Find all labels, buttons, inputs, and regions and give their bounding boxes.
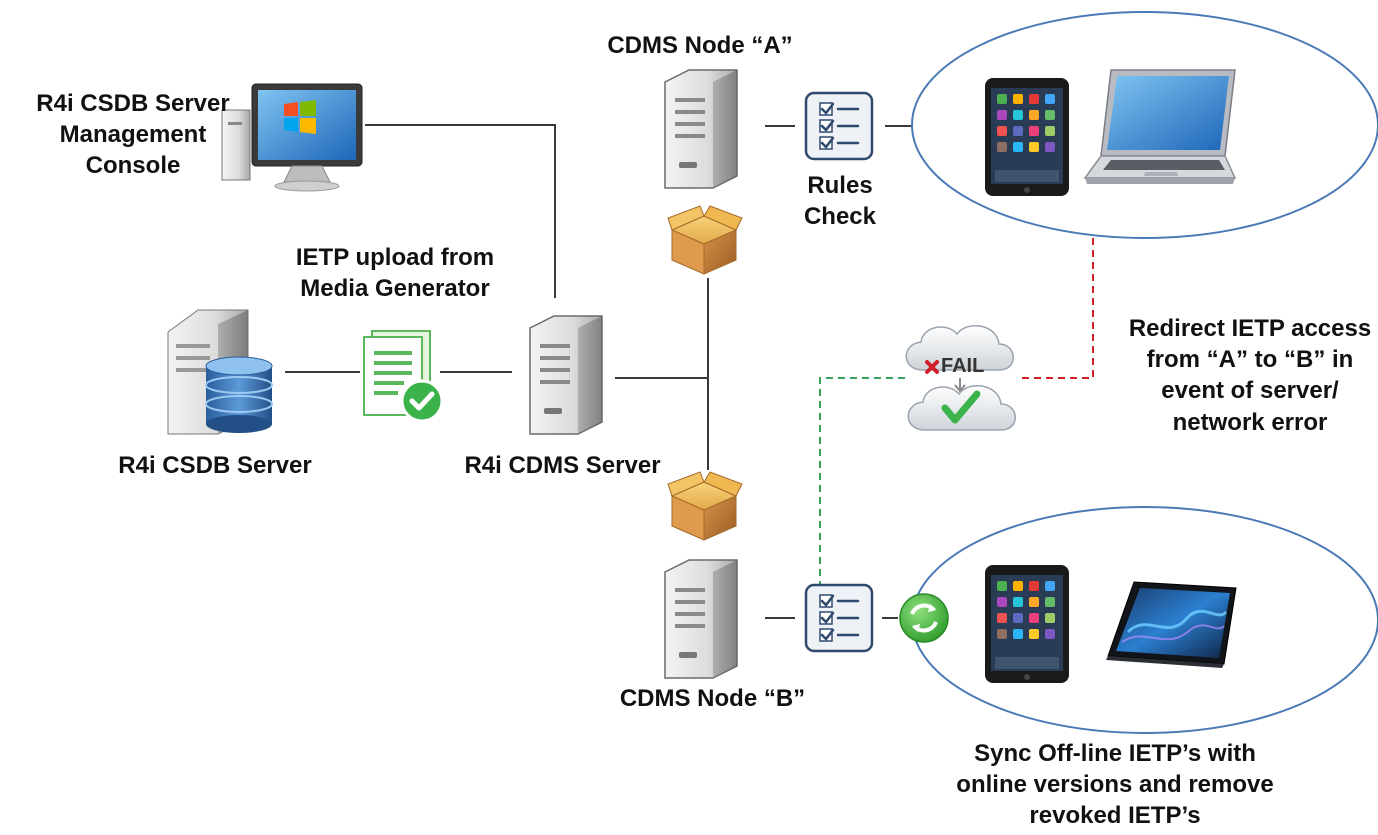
redirect-line: Redirect IETP access bbox=[1128, 315, 1372, 342]
console-label-line: R4i CSDB Server bbox=[36, 90, 230, 117]
console-label-line: Console bbox=[85, 152, 181, 180]
redirect-label: Redirect IETP access from “A” to “B” in … bbox=[1120, 313, 1378, 438]
redirect-red-dashed-line bbox=[1020, 238, 1094, 379]
package-box-icon bbox=[667, 471, 743, 541]
node-b-label: CDMS Node “B” bbox=[619, 685, 806, 712]
redirect-line: network error bbox=[1172, 408, 1328, 436]
node-a-label: CDMS Node “A” bbox=[607, 32, 793, 59]
tablet-icon bbox=[985, 78, 1069, 196]
document-check-icon bbox=[363, 330, 444, 423]
rules-check-label: Rules Check bbox=[790, 170, 890, 232]
sync-arrows-icon bbox=[899, 593, 949, 643]
sync-label: Sync Off-line IETP’s with online version… bbox=[915, 738, 1315, 832]
sync-line: revoked IETP’s bbox=[1029, 802, 1201, 830]
redirect-line: event of server/ bbox=[1161, 377, 1339, 405]
ietp-upload-line: Media Generator bbox=[300, 275, 490, 303]
fail-cloud-icon: FAIL bbox=[905, 325, 1016, 431]
desktop-monitor-icon bbox=[221, 83, 363, 192]
server-tower-icon bbox=[664, 559, 738, 679]
database-server-icon bbox=[167, 309, 273, 435]
checklist-icon bbox=[804, 91, 874, 161]
line-console-to-cdms bbox=[365, 124, 556, 298]
console-label-line: Management bbox=[59, 121, 207, 149]
rules-check-line: Rules bbox=[807, 172, 873, 199]
tablet-icon bbox=[985, 565, 1069, 683]
tablet-icon bbox=[1106, 581, 1237, 668]
package-box-icon bbox=[667, 205, 743, 275]
cdms-server-label: R4i CDMS Server bbox=[464, 452, 661, 479]
sync-line: Sync Off-line IETP’s with bbox=[974, 740, 1256, 767]
ietp-upload-label: IETP upload from Media Generator bbox=[270, 242, 520, 304]
csdb-server-label: R4i CSDB Server bbox=[118, 452, 312, 479]
fail-text: FAIL bbox=[941, 355, 984, 377]
redirect-line: from “A” to “B” in bbox=[1146, 346, 1354, 374]
rules-check-line: Check bbox=[803, 203, 877, 231]
server-tower-icon bbox=[529, 315, 603, 435]
sync-line: online versions and remove bbox=[956, 771, 1274, 799]
ietp-upload-line: IETP upload from bbox=[295, 244, 495, 271]
console-label: R4i CSDB Server Management Console bbox=[28, 88, 238, 182]
checklist-icon bbox=[804, 583, 874, 653]
redirect-green-dashed-line bbox=[819, 377, 905, 588]
connection-lines bbox=[285, 124, 912, 619]
server-tower-icon bbox=[664, 69, 738, 189]
laptop-icon bbox=[1083, 69, 1237, 184]
